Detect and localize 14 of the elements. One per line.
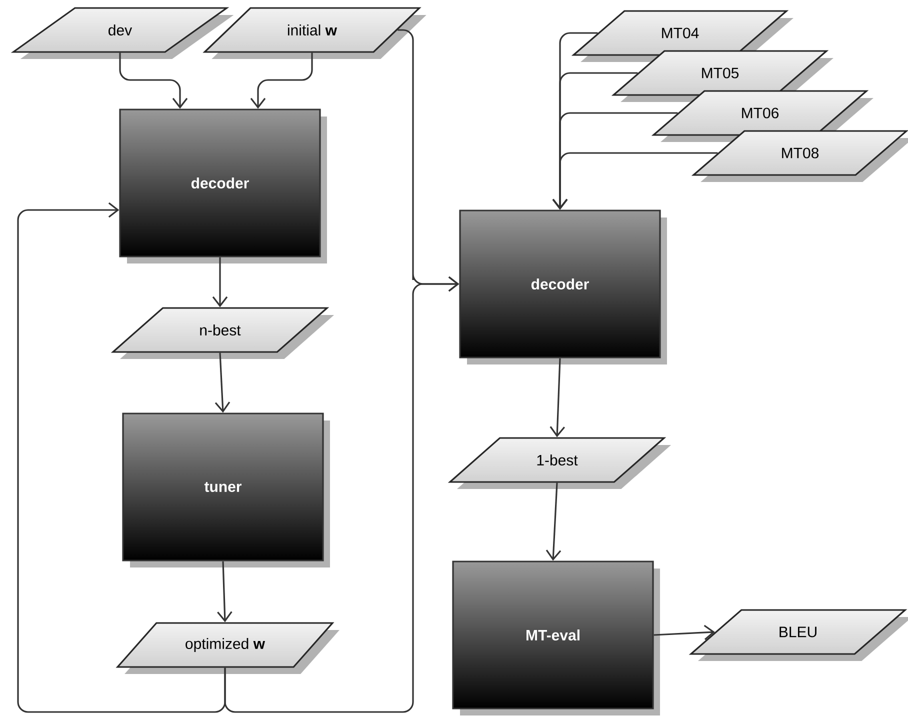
arrow (212, 257, 228, 308)
arrow (17, 202, 226, 713)
process-box: decoder (459, 210, 667, 364)
arrow (217, 561, 232, 622)
process-box: tuner (122, 412, 330, 568)
arrow (214, 352, 230, 413)
arrow (398, 29, 460, 292)
arrow (546, 482, 562, 561)
arrow (250, 52, 313, 109)
process-box: MT-eval (452, 560, 660, 716)
arrow (119, 52, 188, 109)
arrow (654, 624, 715, 640)
arrow (550, 358, 565, 438)
process-box: decoder (119, 108, 327, 264)
